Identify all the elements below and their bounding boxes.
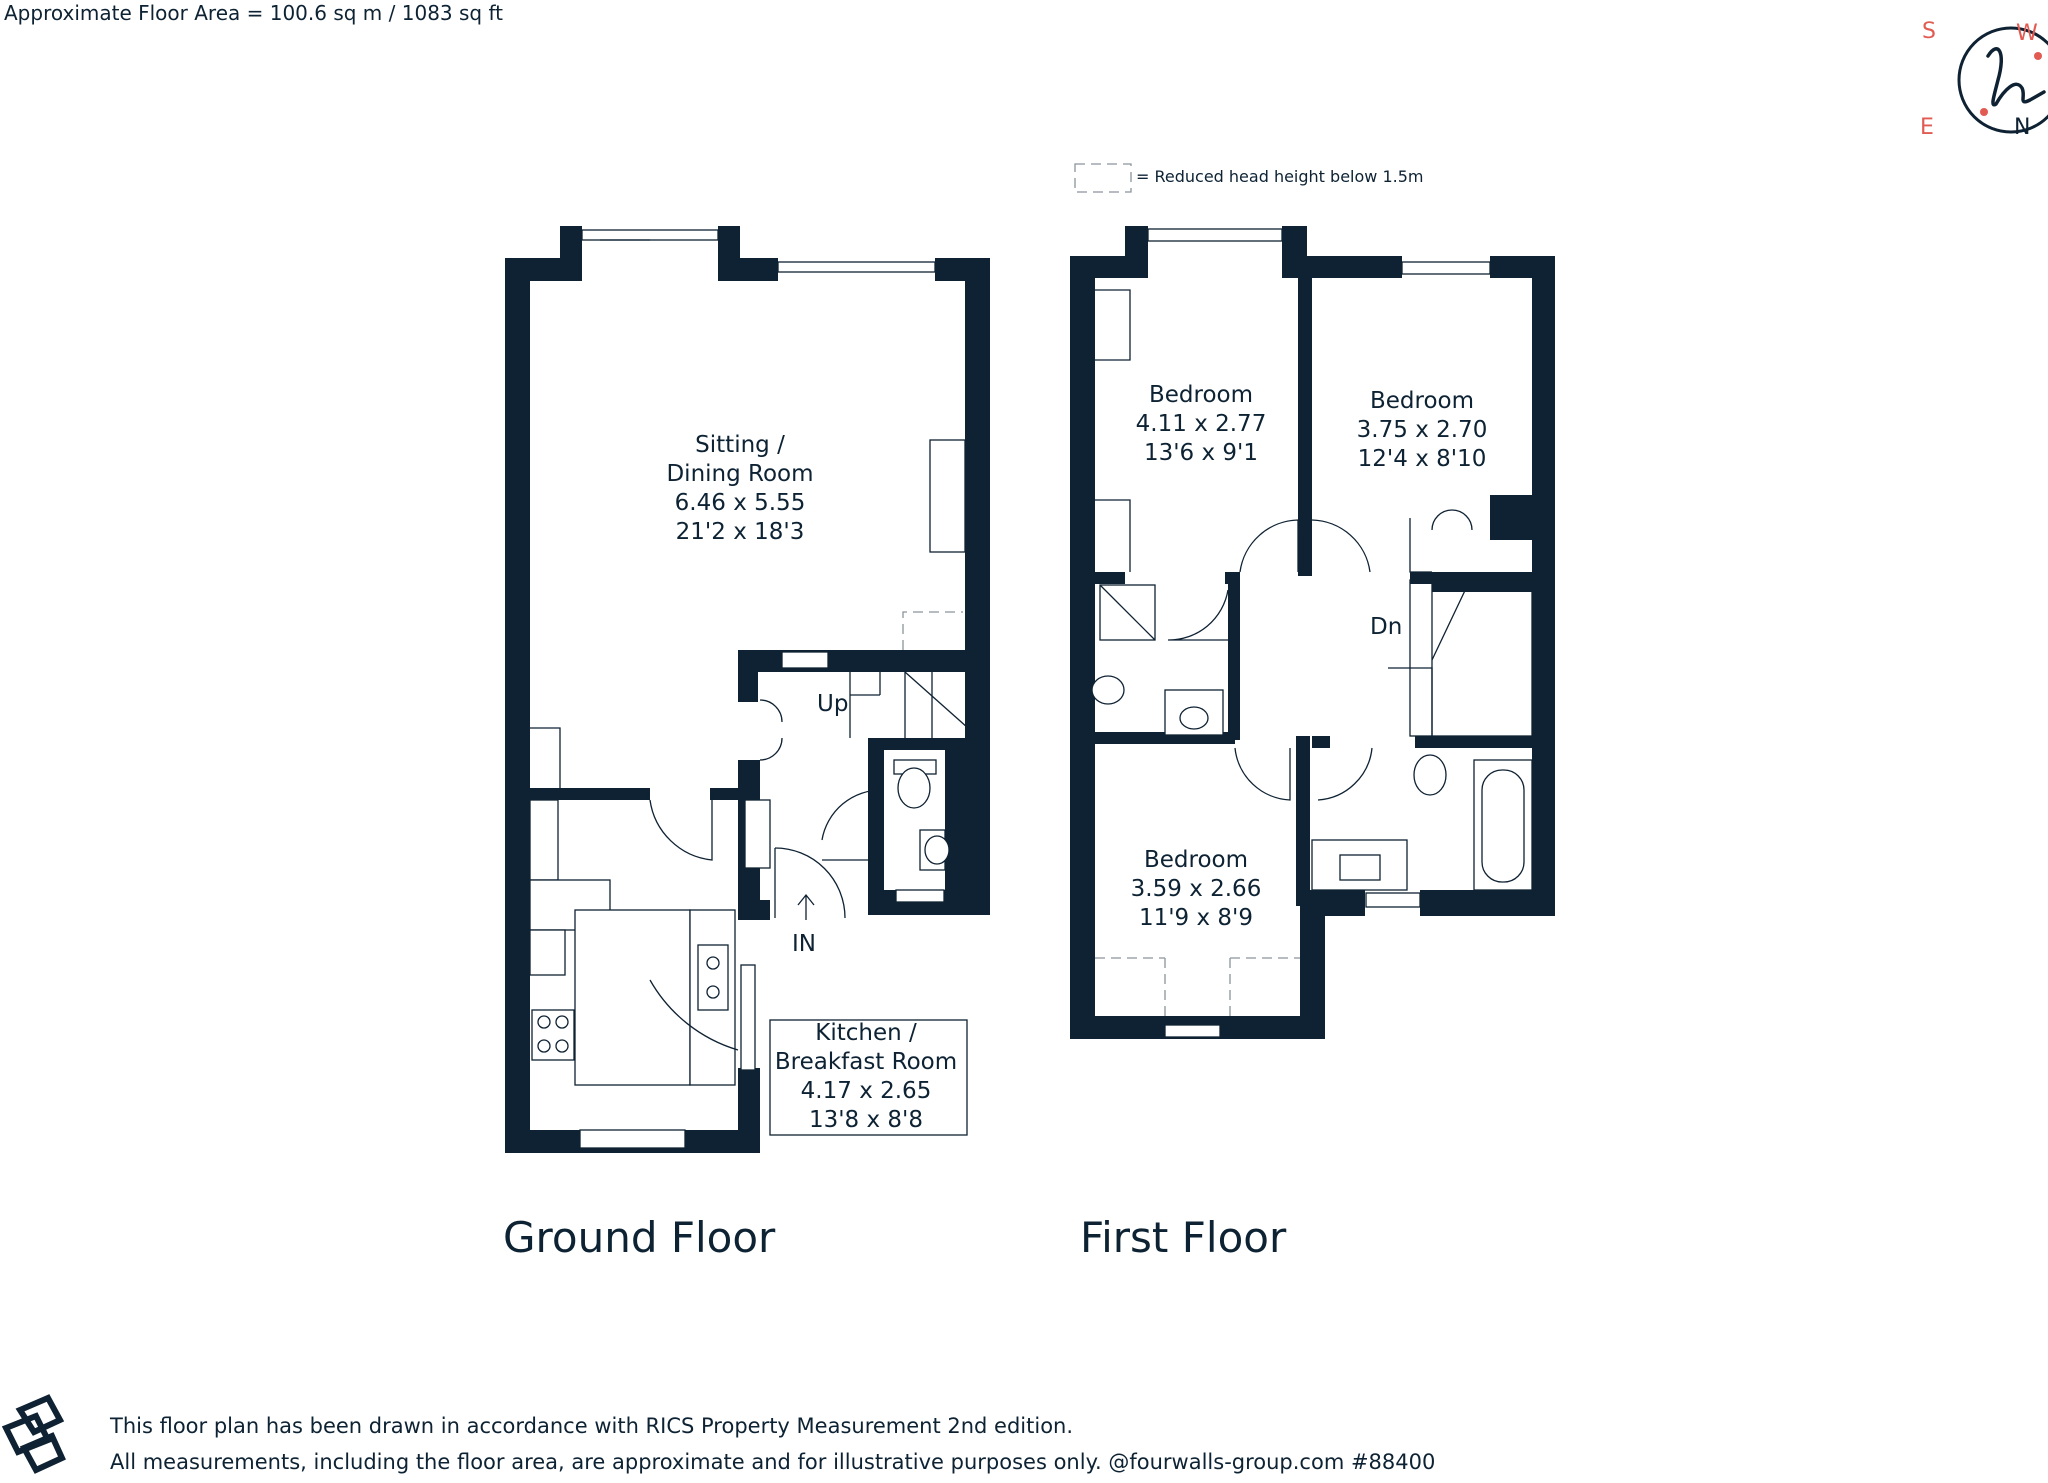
- bedroom2-imperial: 12'4 x 8'10: [1358, 446, 1487, 472]
- legend: = Reduced head height below 1.5m: [1074, 163, 1423, 193]
- compass-w-label: W: [2016, 21, 2038, 46]
- kitchen-line4: 13'8 x 8'8: [809, 1107, 923, 1133]
- first-floor-title: First Floor: [1080, 1213, 1287, 1262]
- ground-floor-title: Ground Floor: [503, 1213, 776, 1262]
- sitting-room-line1: Sitting /: [695, 432, 785, 458]
- bedroom1-name: Bedroom: [1149, 382, 1253, 408]
- bedroom2-metric: 3.75 x 2.70: [1357, 417, 1488, 443]
- footer-line2: All measurements, including the floor ar…: [110, 1450, 1435, 1474]
- legend-dashed-swatch-icon: [1074, 163, 1132, 193]
- compass-n-label: N: [2014, 115, 2030, 140]
- bedroom2-name: Bedroom: [1370, 388, 1474, 414]
- compass-s-label: S: [1922, 19, 1936, 44]
- bedroom3-name: Bedroom: [1144, 847, 1248, 873]
- compass-logo: S W E N: [1920, 19, 2048, 140]
- entrance-label: IN: [792, 931, 816, 957]
- sitting-room-line3: 6.46 x 5.55: [675, 490, 806, 516]
- staircase-down-icon: [1388, 579, 1533, 737]
- bedroom3-imperial: 11'9 x 8'9: [1139, 905, 1253, 931]
- compass-e-label: E: [1920, 115, 1934, 140]
- first-floor-plan: [1070, 226, 1555, 1039]
- stairs-down-label: Dn: [1370, 614, 1402, 640]
- compass-south-dot-icon: [1980, 108, 1988, 116]
- ground-floor-plan: [505, 226, 990, 1153]
- floor-area-text: Approximate Floor Area = 100.6 sq m / 10…: [4, 1, 503, 25]
- legend-text: = Reduced head height below 1.5m: [1136, 167, 1423, 186]
- fourwalls-logo-icon: [1, 1394, 66, 1474]
- sitting-room-line4: 21'2 x 18'3: [676, 519, 805, 545]
- stairs-up-label: Up: [817, 691, 848, 717]
- kitchen-line2: Breakfast Room: [775, 1049, 957, 1075]
- compass-north-dot-icon: [2034, 52, 2042, 60]
- bedroom1-metric: 4.11 x 2.77: [1136, 411, 1267, 437]
- logo-h-icon: [1986, 47, 2046, 107]
- kitchen-line3: 4.17 x 2.65: [801, 1078, 932, 1104]
- kitchen-line1: Kitchen /: [815, 1020, 917, 1046]
- sitting-room-line2: Dining Room: [666, 461, 813, 487]
- compass-ring-icon: [1957, 26, 2048, 134]
- bedroom3-metric: 3.59 x 2.66: [1131, 876, 1262, 902]
- staircase-up-icon: [849, 671, 969, 738]
- bedroom1-imperial: 13'6 x 9'1: [1144, 440, 1258, 466]
- footer-line1: This floor plan has been drawn in accord…: [109, 1414, 1073, 1438]
